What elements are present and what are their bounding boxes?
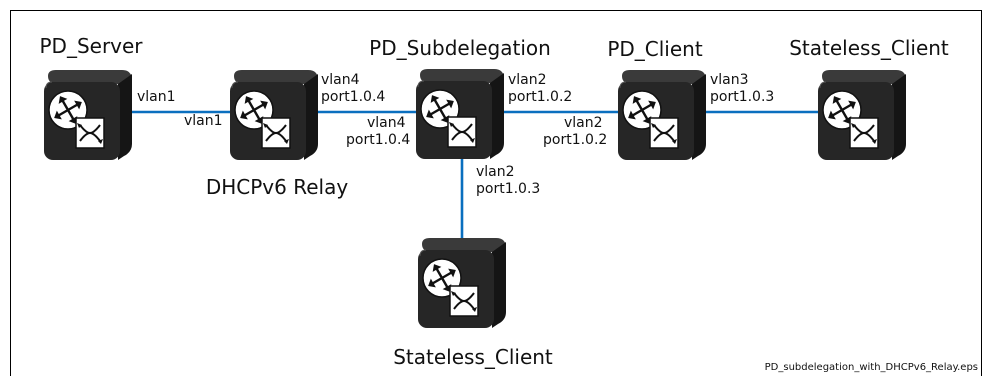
- label-subdelegation-port102: port1.0.2: [508, 89, 573, 105]
- switch-icon: [261, 117, 291, 149]
- file-caption: PD_subdelegation_with_DHCPv6_Relay.eps: [764, 362, 978, 373]
- switch-icon: [449, 285, 479, 317]
- label-subdelegation-vlan2-down: vlan2: [476, 164, 515, 180]
- label-subdelegation-vlan2-right: vlan2: [508, 72, 547, 88]
- node-title-dhcpv6-relay: DHCPv6 Relay: [205, 175, 349, 199]
- switch-icon: [849, 117, 879, 149]
- label-subdelegation-port104: port1.0.4: [346, 132, 411, 148]
- node-title-pd-subdelegation: PD_Subdelegation: [369, 36, 551, 60]
- label-client-vlan3: vlan3: [710, 72, 749, 88]
- switch-icon: [649, 117, 679, 149]
- device-stateless-client-right: [818, 70, 906, 160]
- diagram-frame: [10, 10, 982, 376]
- label-client-port103: port1.0.3: [710, 89, 775, 105]
- label-client-port102: port1.0.2: [543, 132, 608, 148]
- switch-icon: [447, 116, 477, 148]
- node-title-stateless-client-right: Stateless_Client: [789, 36, 949, 60]
- devices-layer: [44, 69, 906, 328]
- label-relay-port104: port1.0.4: [321, 89, 386, 105]
- device-dhcpv6-relay: [230, 70, 318, 160]
- label-relay-vlan4: vlan4: [321, 72, 360, 88]
- device-pd-server: [44, 70, 132, 160]
- node-title-pd-server: PD_Server: [39, 34, 143, 58]
- device-stateless-client-bottom: [418, 238, 506, 328]
- node-title-stateless-client-bottom: Stateless_Client: [393, 345, 553, 369]
- node-title-pd-client: PD_Client: [607, 37, 703, 61]
- label-relay-vlan1: vlan1: [184, 113, 223, 129]
- label-subdelegation-port103-down: port1.0.3: [476, 181, 541, 197]
- label-server-vlan1: vlan1: [137, 89, 176, 105]
- label-client-vlan2: vlan2: [564, 115, 603, 131]
- links-layer: [130, 110, 818, 238]
- label-subdelegation-vlan4: vlan4: [367, 115, 406, 131]
- switch-icon: [75, 117, 105, 149]
- device-pd-subdelegation: [416, 69, 504, 159]
- device-pd-client: [618, 70, 706, 160]
